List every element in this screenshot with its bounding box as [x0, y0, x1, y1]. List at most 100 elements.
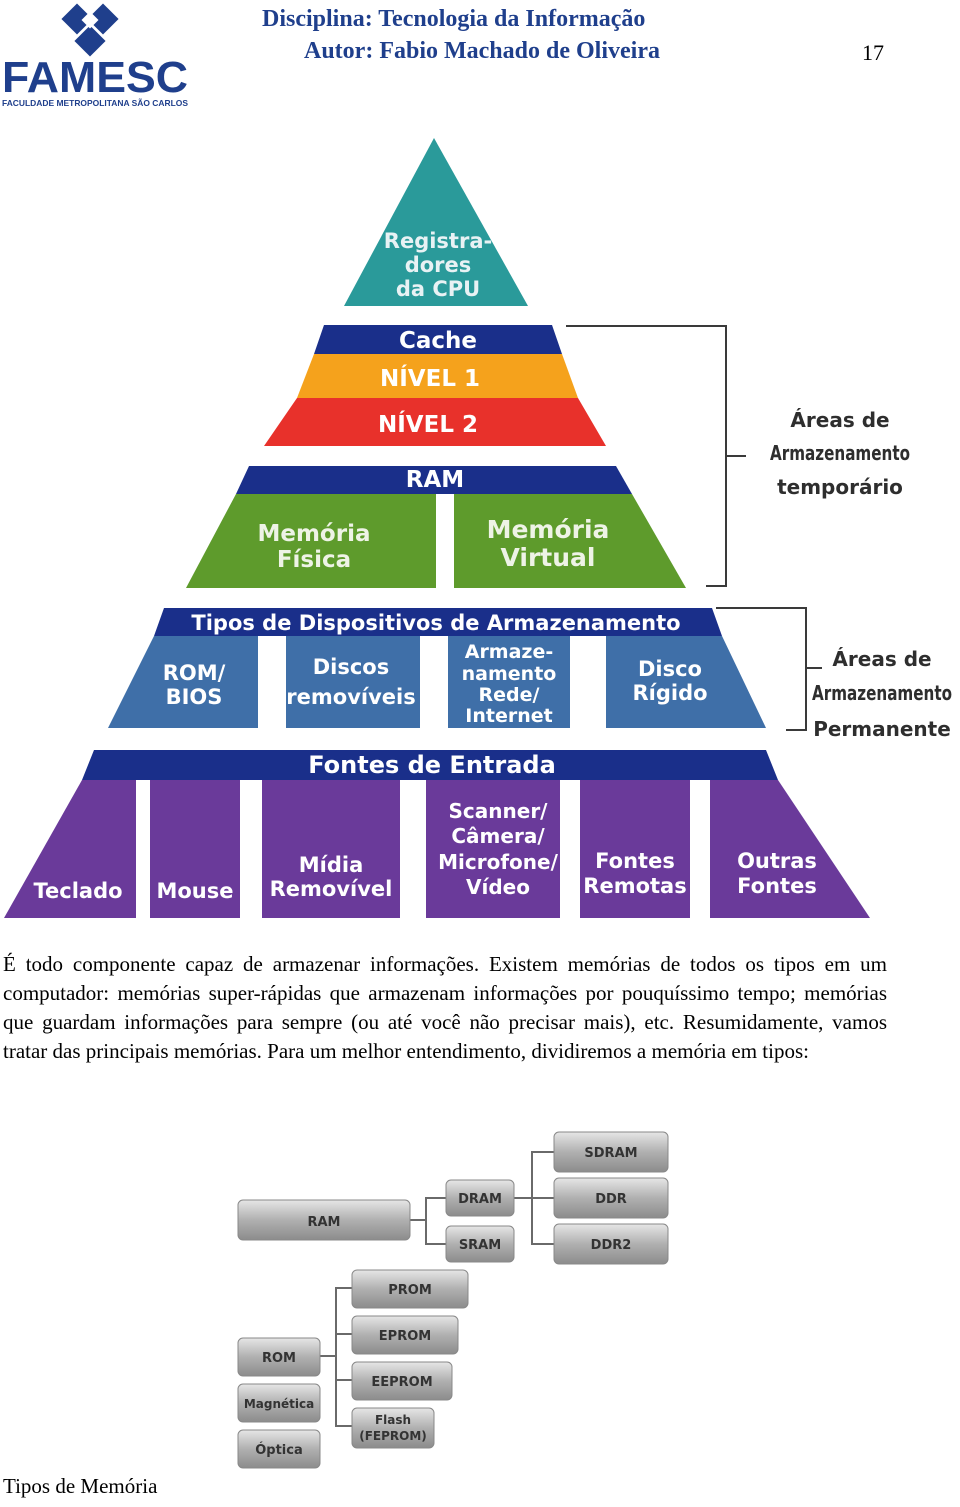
tree-flash-box [351, 1407, 435, 1449]
temporary-label-1: Áreas de [790, 408, 889, 432]
tree-eprom-box [351, 1315, 459, 1355]
storage-types-band [154, 608, 722, 636]
tree-ddr-label: DDR [595, 1192, 627, 1207]
input-sources-band [82, 750, 778, 780]
tree-prom-label: PROM [388, 1283, 432, 1298]
scanner-label-1: Scanner/ [449, 799, 549, 823]
level2-label: NÍVEL 2 [378, 410, 478, 438]
keyboard-label: Teclado [33, 879, 122, 903]
hard-disk-label-1: Disco [638, 657, 702, 681]
tree-sdram-label: SDRAM [584, 1146, 637, 1161]
memory-types-tree: RAM DRAM SRAM SDRAM DDR DDR2 ROM Magnéti… [237, 1131, 669, 1469]
registers-label-1: Registra- [384, 229, 492, 253]
level1-band [297, 354, 578, 398]
tree-magnetic-label: Magnética [244, 1397, 314, 1411]
remote-sources-block [580, 780, 690, 918]
tree-ddr2-label: DDR2 [591, 1238, 632, 1253]
hard-disk-block [606, 636, 766, 728]
virtual-memory-label-1: Memória [487, 515, 610, 544]
tree-connector-dram [514, 1151, 554, 1245]
registers-block [344, 138, 528, 306]
network-storage-label-3: Rede/ [479, 684, 540, 706]
ram-band [236, 466, 632, 494]
scanner-label-3: Microfone/ [438, 850, 558, 874]
tree-optical-box [237, 1429, 321, 1469]
temporary-label-2: Armazenamento [770, 441, 910, 465]
tree-prom-box [351, 1269, 469, 1309]
input-sources-label: Fontes de Entrada [308, 751, 556, 779]
removable-media-block [262, 780, 400, 918]
tree-ram-label: RAM [307, 1215, 340, 1230]
physical-memory-label-1: Memória [257, 521, 370, 547]
scanner-block [426, 780, 560, 918]
rom-bios-label-1: ROM/ [163, 661, 226, 685]
physical-memory-label-2: Física [277, 547, 351, 573]
svg-text:FACULDADE METROPOLITANA SÃO CA: FACULDADE METROPOLITANA SÃO CARLOS [2, 98, 188, 108]
tree-optical-label: Óptica [255, 1442, 303, 1458]
removable-disks-block [286, 636, 420, 728]
mouse-label: Mouse [156, 879, 233, 903]
scanner-label-4: Vídeo [466, 875, 530, 899]
removable-media-label-1: Mídia [299, 853, 364, 877]
tree-sram-label: SRAM [459, 1238, 501, 1253]
remote-sources-label-1: Fontes [595, 849, 675, 873]
remote-sources-label-2: Remotas [583, 874, 686, 898]
tree-rom-box [237, 1337, 321, 1377]
logo-emblem-icon [61, 3, 119, 57]
keyboard-block [4, 780, 136, 918]
virtual-memory-block [454, 494, 686, 588]
network-storage-label-2: namento [462, 663, 557, 685]
permanent-bracket [716, 607, 822, 731]
cache-label: Cache [399, 328, 477, 354]
permanent-label-3: Permanente [813, 717, 951, 741]
removable-disks-label-1: Discos [313, 655, 390, 679]
temporary-bracket [566, 325, 746, 587]
network-storage-block [448, 636, 570, 728]
figure-caption: Tipos de Memória [3, 1474, 158, 1498]
hard-disk-label-2: Rígido [632, 681, 707, 705]
svg-text:FAMESC: FAMESC [2, 53, 188, 102]
mouse-block [150, 780, 240, 918]
famesc-logo: FAMESC FACULDADE METROPOLITANA SÃO CARLO… [2, 3, 188, 108]
storage-types-label: Tipos de Dispositivos de Armazenamento [191, 611, 680, 635]
memory-pyramid-diagram: Registra- dores da CPU Cache NÍVEL 1 NÍV… [4, 138, 952, 918]
tree-dram-label: DRAM [458, 1192, 502, 1207]
tree-ddr2-box [553, 1223, 669, 1265]
intro-paragraph: É todo componente capaz de armazenar inf… [3, 952, 887, 1063]
network-storage-label-1: Armaze- [465, 641, 554, 663]
page-number: 17 [862, 40, 884, 65]
tree-flash-label-1: Flash [375, 1413, 411, 1427]
permanent-label-1: Áreas de [832, 647, 931, 671]
rom-bios-block [108, 636, 258, 728]
temporary-label-3: temporário [777, 475, 903, 499]
removable-disks-label-2: removíveis [286, 685, 415, 709]
virtual-memory-label-2: Virtual [501, 543, 596, 572]
rom-bios-label-2: BIOS [166, 685, 223, 709]
other-sources-label-1: Outras [737, 849, 817, 873]
cache-band [314, 325, 562, 354]
level1-label: NÍVEL 1 [380, 364, 480, 392]
tree-connector-rom [320, 1287, 352, 1427]
discipline-title: Disciplina: Tecnologia da Informação [262, 6, 646, 32]
other-sources-label-2: Fontes [737, 874, 817, 898]
tree-sdram-box [553, 1131, 669, 1173]
level2-band [264, 398, 606, 446]
tree-ddr-box [553, 1177, 669, 1219]
tree-sram-box [445, 1225, 515, 1263]
registers-label-3: da CPU [396, 277, 480, 301]
scanner-label-2: Câmera/ [451, 824, 545, 848]
tree-eeprom-box [351, 1361, 453, 1401]
tree-ram-box [237, 1199, 411, 1241]
tree-connector-ram [410, 1197, 446, 1245]
tree-dram-box [445, 1179, 515, 1217]
registers-label-2: dores [405, 253, 472, 277]
removable-media-label-2: Removível [270, 877, 393, 901]
tree-eeprom-label: EEPROM [371, 1375, 432, 1390]
ram-label: RAM [406, 467, 464, 493]
tree-rom-label: ROM [262, 1351, 296, 1366]
author-title: Autor: Fabio Machado de Oliveira [304, 38, 660, 64]
tree-flash-label-2: (FEPROM) [359, 1429, 427, 1443]
physical-memory-block [186, 494, 436, 588]
permanent-label-2: Armazenamento [812, 681, 952, 705]
network-storage-label-4: Internet [465, 705, 552, 727]
